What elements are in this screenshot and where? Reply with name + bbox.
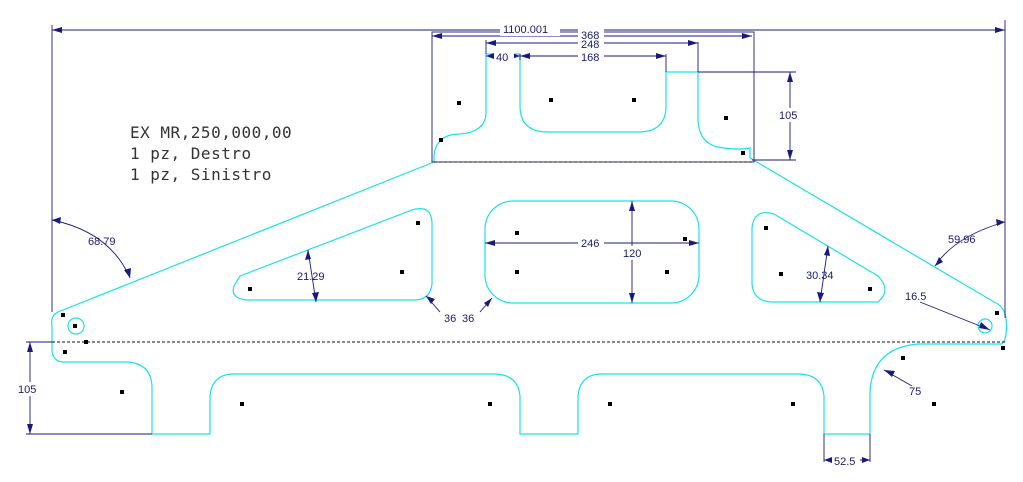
dim-right-angle: 59.96 bbox=[948, 234, 976, 246]
dim-top-inner-width: 248 bbox=[581, 39, 599, 51]
dim-top-offset: 40 bbox=[496, 52, 508, 64]
dim-bottom-tab: 52.5 bbox=[834, 456, 855, 468]
dimension-lines bbox=[26, 20, 1006, 463]
dim-top-height: 105 bbox=[779, 110, 797, 122]
dim-right-hole: 16.5 bbox=[905, 291, 926, 303]
reference-points bbox=[61, 98, 1005, 406]
note-line-1: EX MR,250,000,00 bbox=[130, 123, 292, 142]
note-line-2: 1 pz, Destro bbox=[130, 144, 252, 163]
dim-bottom-radius: 75 bbox=[909, 386, 921, 398]
dim-left-triangle: 21.29 bbox=[297, 271, 325, 283]
right-triangle-pocket bbox=[751, 212, 886, 303]
dim-left-height: 105 bbox=[18, 384, 36, 396]
dim-radius-b: 36 bbox=[462, 313, 474, 325]
left-triangle-pocket bbox=[232, 208, 433, 301]
dim-center-height: 120 bbox=[623, 248, 641, 260]
dim-center-width: 246 bbox=[581, 238, 599, 250]
dimension-texts: 1100.001 368 248 40 168 105 68.79 59.96 … bbox=[16, 22, 976, 468]
note-line-3: 1 pz, Sinistro bbox=[130, 165, 272, 184]
part-outline bbox=[51, 31, 1008, 435]
dim-overall-width: 1100.001 bbox=[503, 24, 548, 36]
dim-radius-a: 36 bbox=[444, 313, 456, 325]
dim-top-slot: 168 bbox=[581, 52, 599, 64]
outer-contour bbox=[51, 53, 1008, 435]
right-hole bbox=[977, 318, 993, 334]
dim-left-angle: 68.79 bbox=[88, 236, 116, 248]
center-pocket bbox=[484, 200, 700, 304]
left-hole bbox=[67, 317, 85, 335]
drawing-notes: EX MR,250,000,00 1 pz, Destro 1 pz, Sini… bbox=[130, 123, 292, 184]
dim-right-triangle: 30.34 bbox=[806, 270, 834, 282]
